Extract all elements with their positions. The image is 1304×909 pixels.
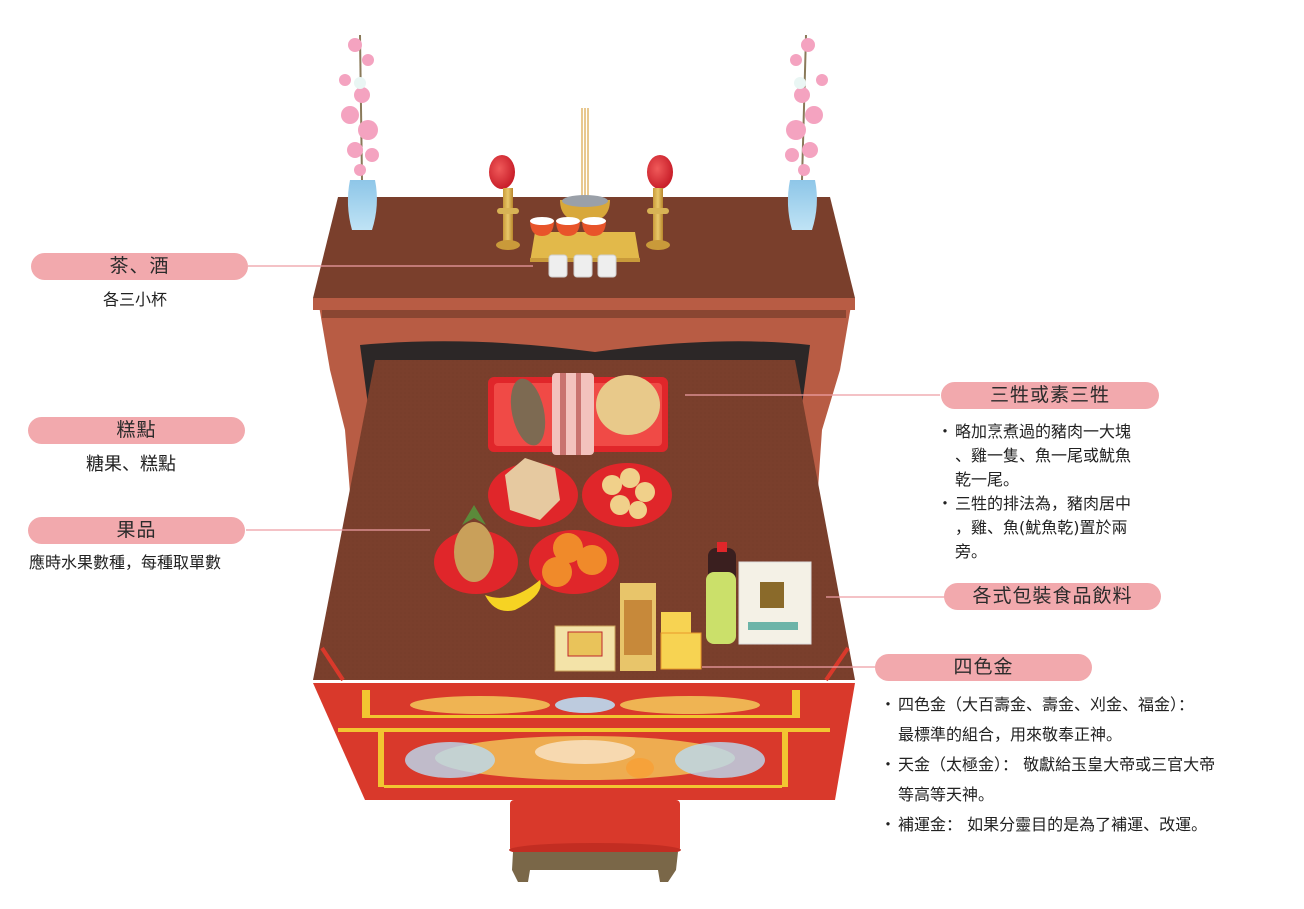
four-color-gold-notes: 四色金（大百壽金、壽金、刈金、福金）： 最標準的組合，用來敬奉正神。 天金（太極… <box>880 690 1216 840</box>
three-sacrifices-label: 三牲或素三牲 <box>941 382 1159 409</box>
three-sacrifices-note: 略加烹煮過的豬肉一大塊 、雞一隻、魚一尾或魷魚 乾一尾。 <box>937 420 1132 492</box>
note-line: 、雞一隻、魚一尾或魷魚 <box>955 446 1132 465</box>
wine-cups <box>548 254 617 278</box>
tea-wine-description: 各三小杯 <box>103 290 168 309</box>
leader-lines <box>246 265 945 668</box>
note-line: 乾一尾。 <box>955 470 1020 489</box>
fruit-plates <box>434 505 619 611</box>
incense-burner <box>560 108 610 222</box>
pastry-plates <box>488 458 672 527</box>
altar-cloth <box>313 683 855 800</box>
fruits-description: 應時水果數種，每種取單數 <box>29 553 222 572</box>
note-line: 補運金： 如果分靈目的是為了補運、改運。 <box>898 815 1208 834</box>
four-color-gold-label: 四色金 <box>875 654 1092 681</box>
packaged-food-drinks <box>706 542 812 645</box>
note-line: 旁。 <box>955 542 988 561</box>
three-sacrifices-note: 三牲的排法為，豬肉居中 ，雞、魚(魷魚乾)置於兩 旁。 <box>937 492 1132 564</box>
tea-wine-label: 茶、酒 <box>31 253 248 280</box>
note-line: 三牲的排法為，豬肉居中 <box>955 494 1132 513</box>
note-line: 略加烹煮過的豬肉一大塊 <box>955 422 1132 441</box>
left-flower-vase <box>339 34 379 230</box>
three-sacrifices-tray <box>488 373 668 455</box>
note-line: 最標準的組合，用來敬奉正神。 <box>898 725 1123 744</box>
gold-note: 天金（太極金）： 敬獻給玉皇大帝或三官大帝 等高等天神。 <box>880 750 1216 810</box>
note-line: 四色金（大百壽金、壽金、刈金、福金）： <box>898 695 1195 714</box>
note-line: ，雞、魚(魷魚乾)置於兩 <box>955 518 1128 537</box>
pastries-description: 糖果、糕點 <box>86 454 176 475</box>
right-candle <box>646 155 673 250</box>
gold-note: 四色金（大百壽金、壽金、刈金、福金）： 最標準的組合，用來敬奉正神。 <box>880 690 1215 750</box>
left-candle <box>489 155 520 250</box>
note-line: 等高等天神。 <box>898 785 995 804</box>
three-sacrifices-notes: 略加烹煮過的豬肉一大塊 、雞一隻、魚一尾或魷魚 乾一尾。 三牲的排法為，豬肉居中… <box>937 420 1132 564</box>
right-flower-vase <box>785 34 828 230</box>
gold-note: 補運金： 如果分靈目的是為了補運、改運。 <box>880 810 1215 840</box>
note-line: 天金（太極金）： 敬獻給玉皇大帝或三官大帝 <box>898 755 1216 774</box>
pastries-label: 糕點 <box>28 417 245 444</box>
packaged-food-label: 各式包裝食品飲料 <box>944 583 1161 610</box>
fruits-label: 果品 <box>28 517 245 544</box>
gold-paper-stacks <box>554 583 702 672</box>
stool <box>509 800 681 882</box>
